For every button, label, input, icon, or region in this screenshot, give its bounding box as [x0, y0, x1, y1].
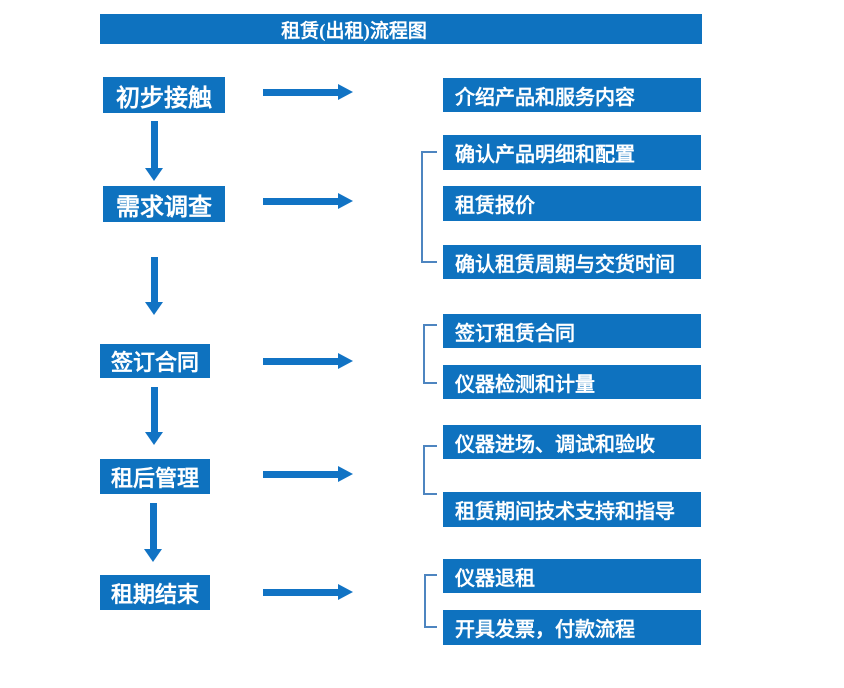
arrow-down-icon-4 [144, 503, 162, 562]
detail-box-invoice-payment: 开具发票，付款流程 [443, 610, 701, 645]
detail-box-instrument-testing: 仪器检测和计量 [443, 365, 701, 399]
arrow-right-icon-3 [263, 353, 353, 369]
arrow-right-icon-2 [263, 193, 353, 209]
flowchart-title: 租赁(出租)流程图 [100, 14, 702, 44]
step-box-initial-contact: 初步接触 [103, 77, 225, 113]
detail-box-sign-rental-contract: 签订租赁合同 [443, 314, 701, 348]
bracket-group-rental-end [424, 574, 437, 628]
step-box-post-rental-management: 租后管理 [100, 459, 210, 494]
detail-box-confirm-product-config: 确认产品明细和配置 [443, 135, 701, 170]
step-box-sign-contract: 签订合同 [100, 344, 210, 378]
step-box-rental-end: 租期结束 [100, 575, 210, 610]
arrow-down-icon-2 [145, 257, 163, 315]
detail-box-introduce-products: 介绍产品和服务内容 [443, 78, 701, 112]
arrow-right-icon-1 [263, 84, 353, 100]
detail-box-instrument-return: 仪器退租 [443, 559, 701, 593]
bracket-group-sign-contract [423, 324, 437, 384]
bracket-group-demand-survey [421, 151, 437, 263]
detail-box-technical-support: 租赁期间技术支持和指导 [443, 492, 701, 527]
bracket-group-post-rental [423, 445, 437, 495]
detail-box-instrument-setup-acceptance: 仪器进场、调试和验收 [443, 425, 701, 459]
arrow-right-icon-5 [263, 584, 353, 600]
arrow-right-icon-4 [263, 466, 353, 482]
detail-box-confirm-period-delivery: 确认租赁周期与交货时间 [443, 245, 701, 279]
step-box-demand-survey: 需求调查 [103, 186, 225, 222]
arrow-down-icon-3 [145, 387, 163, 445]
detail-box-rental-quote: 租赁报价 [443, 186, 701, 221]
arrow-down-icon-1 [145, 121, 163, 181]
